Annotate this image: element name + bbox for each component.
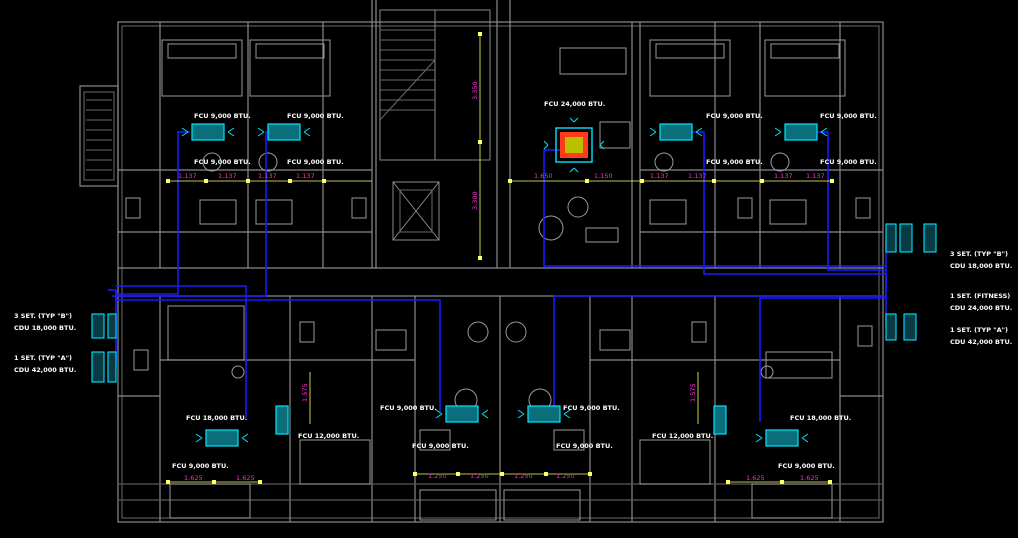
dimension-label: 3.350 [471, 81, 479, 100]
fcu-label: FCU 9,000 BTU. [778, 462, 835, 470]
dimension-label: 1.137 [688, 172, 707, 180]
fcu-unit [527, 405, 561, 423]
fcu-unit [445, 405, 479, 423]
fcu-label: FCU 9,000 BTU. [563, 404, 620, 412]
cdu-label-title: 3 SET. (TYP "B") [14, 312, 72, 320]
dimension-label: 1.137 [650, 172, 669, 180]
cdu-unit [91, 351, 105, 383]
dimension-label: 1.625 [184, 474, 203, 482]
cdu-unit [107, 313, 117, 339]
furniture [125, 39, 873, 521]
fcu-unit [784, 123, 818, 141]
cdu-label-detail: CDU 24,000 BTU. [950, 304, 1012, 312]
dimension-label: 1.250 [514, 472, 533, 480]
fcu-label: FCU 9,000 BTU. [194, 158, 251, 166]
dimension-label: 1.650 [534, 172, 553, 180]
dimension-labels: 1.137 1.137 1.137 1.137 1.650 1.150 1.13… [178, 81, 825, 482]
cdu-label-detail: CDU 42,000 BTU. [950, 338, 1012, 346]
refrigerant-piping [108, 131, 887, 422]
fcu-label: FCU 9,000 BTU. [380, 404, 437, 412]
exterior-stair [86, 99, 112, 171]
fcu-label: FCU 9,000 BTU. [287, 112, 344, 120]
cdu-label-title: 1 SET. (TYP "A") [950, 326, 1008, 334]
cdu-unit [899, 223, 913, 253]
dimension-label: 1.625 [236, 474, 255, 482]
fcu-label: FCU 18,000 BTU. [186, 414, 247, 422]
cdu-units [91, 223, 937, 383]
cdu-label-title: 1 SET. (TYP "A") [14, 354, 72, 362]
fcu-label: FCU 9,000 BTU. [556, 442, 613, 450]
cdu-labels-right: 3 SET. (TYP "B") CDU 18,000 BTU. 1 SET. … [950, 250, 1012, 346]
fcu-label: FCU 9,000 BTU. [706, 112, 763, 120]
cdu-label-detail: CDU 18,000 BTU. [950, 262, 1012, 270]
fcu-unit [275, 405, 289, 435]
fcu-label: FCU 9,000 BTU. [820, 158, 877, 166]
stair-core [379, 9, 491, 241]
fcu-units [181, 123, 828, 447]
cdu-unit [903, 313, 917, 341]
dimension-label: 1.250 [556, 472, 575, 480]
dimension-label: 1.250 [470, 472, 489, 480]
dimension-label: 1.575 [301, 383, 309, 402]
cdu-unit [923, 223, 937, 253]
dimension-label: 1.137 [218, 172, 237, 180]
fcu-label: FCU 9,000 BTU. [194, 112, 251, 120]
fcu-label: FCU 9,000 BTU. [706, 158, 763, 166]
cdu-unit [91, 313, 105, 339]
cdu-unit [107, 351, 117, 383]
dimension-label: 1.150 [594, 172, 613, 180]
walls [79, 0, 884, 523]
fcu-label: FCU 12,000 BTU. [652, 432, 713, 440]
fcu-unit [191, 123, 225, 141]
cdu-label-title: 1 SET. (FITNESS) [950, 292, 1010, 300]
fcu-label: FCU 24,000 BTU. [544, 100, 605, 108]
cdu-label-detail: CDU 18,000 BTU. [14, 324, 76, 332]
cdu-unit [885, 223, 897, 253]
cdu-labels-left: 3 SET. (TYP "B") CDU 18,000 BTU. 1 SET. … [14, 312, 76, 374]
fcu-unit [205, 429, 239, 447]
dimension-label: 1.137 [774, 172, 793, 180]
fcu-label: FCU 18,000 BTU. [790, 414, 851, 422]
cdu-label-title: 3 SET. (TYP "B") [950, 250, 1008, 258]
fcu-label: FCU 9,000 BTU. [412, 442, 469, 450]
fcu-unit [713, 405, 727, 435]
dimension-label: 1.137 [296, 172, 315, 180]
dimension-label: 1.137 [806, 172, 825, 180]
fcu-cassette-fitness [543, 117, 605, 173]
fcu-label: FCU 12,000 BTU. [298, 432, 359, 440]
cdu-unit [885, 313, 897, 341]
dimension-label: 1.625 [746, 474, 765, 482]
dimension-label: 1.250 [428, 472, 447, 480]
fcu-unit [267, 123, 301, 141]
cdu-label-detail: CDU 42,000 BTU. [14, 366, 76, 374]
dimension-label: 1.575 [689, 383, 697, 402]
fcu-label: FCU 9,000 BTU. [172, 462, 229, 470]
dimension-label: 1.625 [800, 474, 819, 482]
fcu-unit [765, 429, 799, 447]
dimension-label: 1.137 [178, 172, 197, 180]
fcu-label: FCU 9,000 BTU. [287, 158, 344, 166]
fcu-labels: FCU 9,000 BTU. FCU 9,000 BTU. FCU 9,000 … [172, 100, 877, 470]
dimension-label: 1.137 [258, 172, 277, 180]
fcu-label: FCU 9,000 BTU. [820, 112, 877, 120]
dimension-label: 3.300 [471, 191, 479, 210]
fcu-unit [659, 123, 693, 141]
dimension-ticks [166, 32, 834, 484]
